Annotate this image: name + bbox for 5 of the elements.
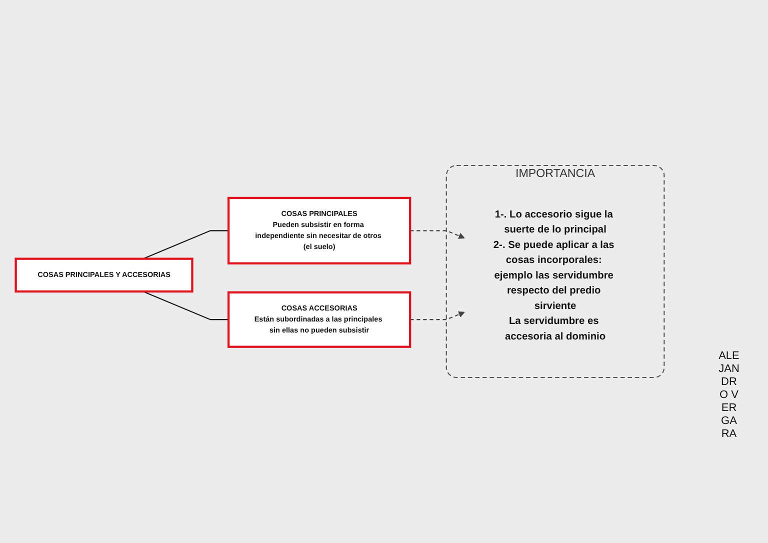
node-text: 1-. Lo accesorio sigue la suerte de lo principal 2-. Se puede aplicar a las cosas incorporales: ejemplo las servidumbre respecto del predio sirviente La servidumbre es accesoria al dominio: [493, 208, 614, 342]
connector: [142, 290, 229, 320]
arrow: [410, 230, 465, 239]
author-name: ALEJANDRO VERGARA: [718, 350, 740, 441]
arrow: [410, 311, 465, 320]
